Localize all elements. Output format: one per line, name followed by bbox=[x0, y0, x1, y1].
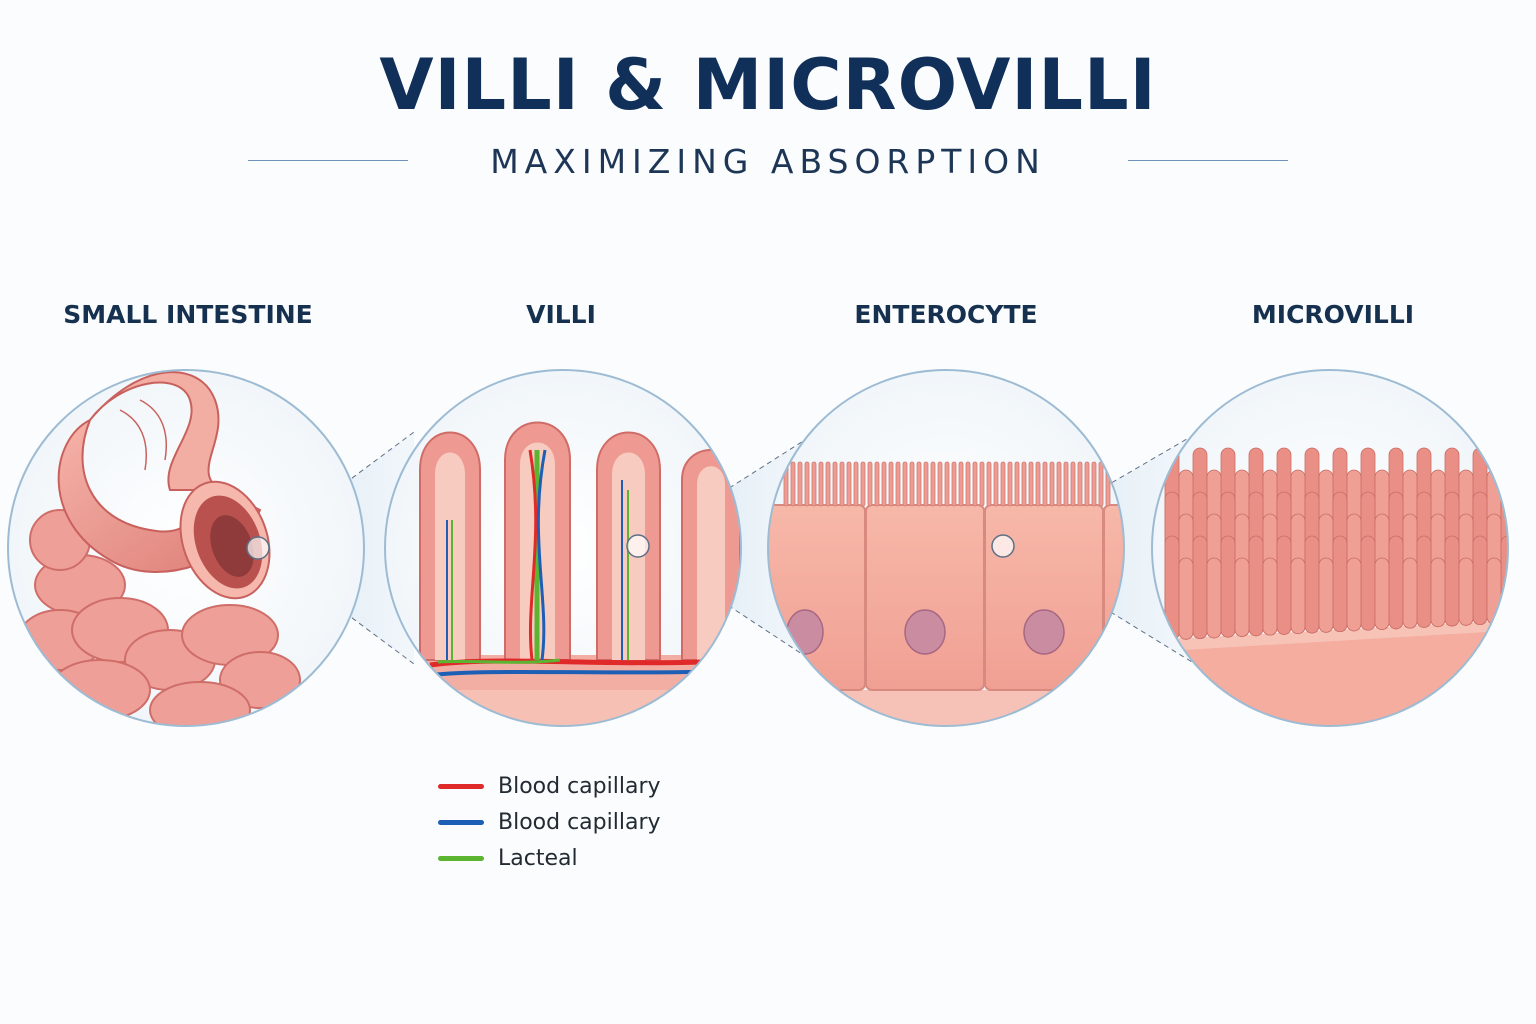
panel-label-villi: VILLI bbox=[526, 300, 596, 329]
panel-label-small-intestine: SMALL INTESTINE bbox=[63, 300, 313, 329]
legend-swatch-green bbox=[438, 855, 484, 861]
small-intestine-illustration bbox=[7, 369, 365, 727]
enterocyte-illustration bbox=[767, 369, 1125, 727]
microvilli-illustration bbox=[1151, 369, 1509, 727]
legend-item-blood-capillary-blue: Blood capillary bbox=[438, 804, 661, 840]
subtitle-left-rule bbox=[248, 160, 408, 161]
legend: Blood capillary Blood capillary Lacteal bbox=[438, 768, 661, 876]
zoom-marker-1 bbox=[246, 536, 270, 560]
legend-item-blood-capillary-red: Blood capillary bbox=[438, 768, 661, 804]
legend-label: Blood capillary bbox=[498, 773, 661, 799]
page-subtitle: MAXIMIZING ABSORPTION bbox=[490, 142, 1046, 181]
page-title: VILLI & MICROVILLI bbox=[379, 44, 1157, 126]
legend-item-lacteal: Lacteal bbox=[438, 840, 661, 876]
panel-label-enterocyte: ENTEROCYTE bbox=[854, 300, 1038, 329]
subtitle-row: MAXIMIZING ABSORPTION bbox=[0, 142, 1536, 182]
legend-swatch-blue bbox=[438, 819, 484, 825]
zoom-marker-3 bbox=[991, 534, 1015, 558]
legend-swatch-red bbox=[438, 783, 484, 789]
subtitle-right-rule bbox=[1128, 160, 1288, 161]
panel-label-microvilli: MICROVILLI bbox=[1251, 300, 1415, 329]
legend-label: Lacteal bbox=[498, 845, 578, 871]
legend-label: Blood capillary bbox=[498, 809, 661, 835]
villi-illustration bbox=[384, 369, 742, 727]
zoom-marker-2 bbox=[626, 534, 650, 558]
